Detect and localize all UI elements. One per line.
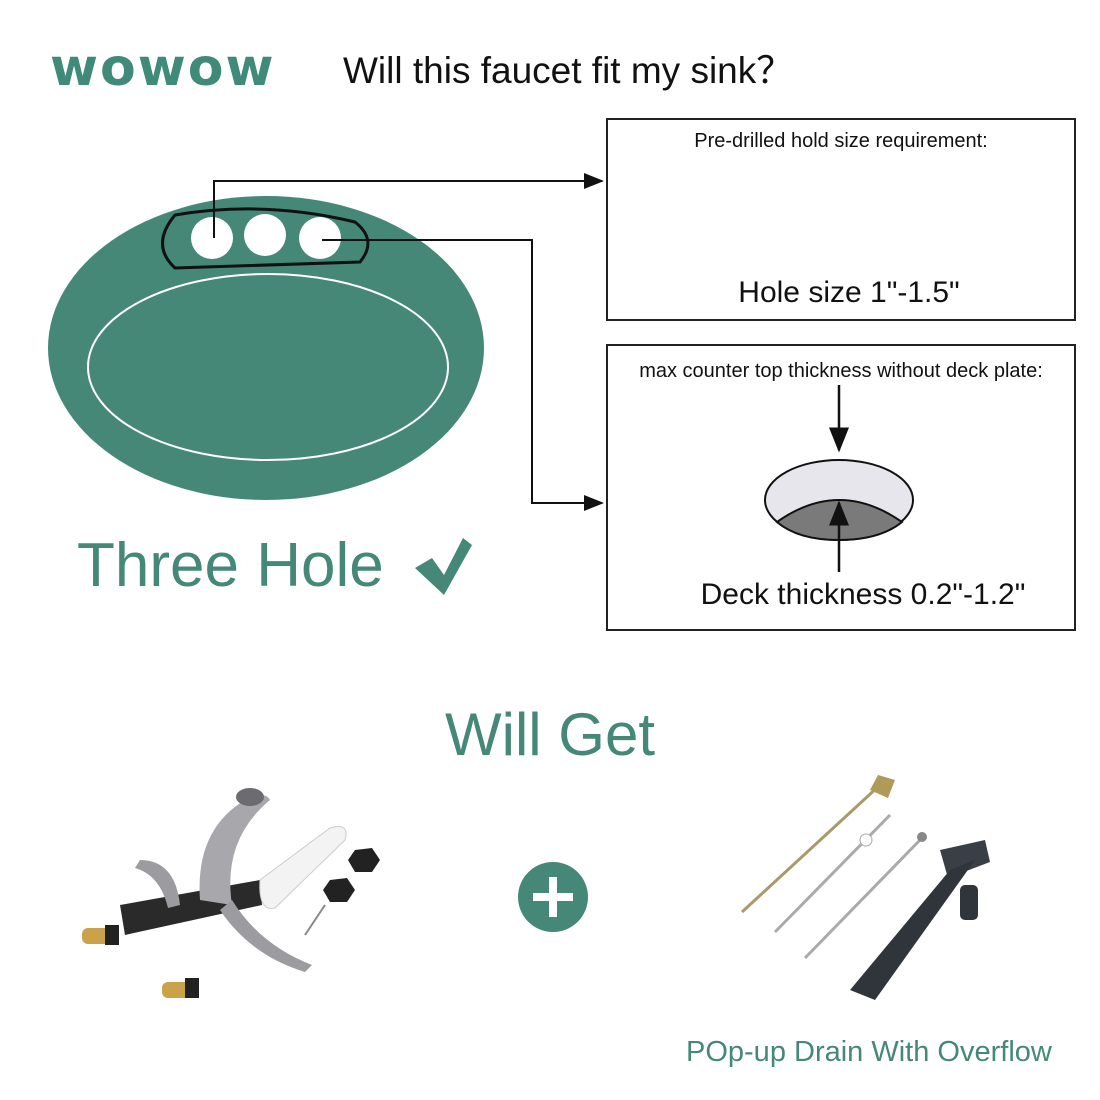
three-hole-label: Three Hole: [77, 531, 384, 600]
page-title: Will this faucet fit my sink？: [343, 50, 794, 91]
sink-illustration: [48, 196, 484, 500]
connector-line: [322, 239, 604, 511]
checkmark-icon: [415, 538, 472, 595]
deck-plate-outline: [161, 207, 370, 270]
hole-size-title: Pre-drilled hold size requirement:: [694, 130, 988, 152]
faucet-hole: [191, 217, 233, 259]
deck-thickness-illustration: [764, 385, 914, 572]
deck-thickness-box: max counter top thickness without deck p…: [606, 344, 1076, 631]
drain-product-image: [740, 775, 990, 1000]
plus-icon: [518, 862, 588, 932]
hole-size-box: Pre-drilled hold size requirement: Hole …: [606, 118, 1076, 321]
drain-label: POp-up Drain With Overflow: [686, 1036, 1052, 1068]
will-get-title: Will Get: [445, 701, 655, 768]
faucet-hole: [299, 217, 341, 259]
connector-line: [213, 173, 604, 238]
brand-logo: wowow: [50, 38, 276, 98]
faucet-product-image: [82, 788, 380, 998]
hole-size-value: Hole size 1"-1.5": [738, 276, 960, 309]
faucet-hole: [244, 214, 286, 256]
deck-thickness-value: Deck thickness 0.2"-1.2": [700, 578, 1026, 611]
deck-thickness-title: max counter top thickness without deck p…: [639, 360, 1043, 382]
